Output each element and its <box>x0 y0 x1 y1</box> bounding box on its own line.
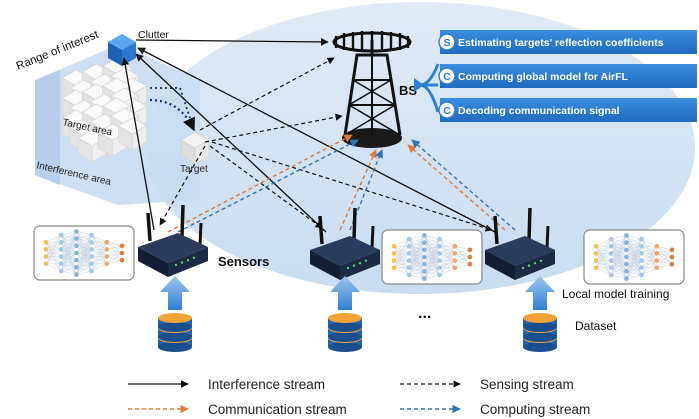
legend-computing-label: Computing stream <box>480 402 590 417</box>
target-area-path <box>150 87 191 119</box>
target-area-cubes <box>61 57 148 163</box>
ellipsis-label: ... <box>418 305 431 322</box>
interference-line <box>137 47 496 233</box>
communication-line <box>339 149 377 231</box>
task-badge-letter: C <box>443 105 451 117</box>
local-model-panel <box>33 225 135 281</box>
sensor-router <box>138 204 208 277</box>
local-model-panel <box>381 229 483 285</box>
task-box-bg <box>440 98 697 122</box>
sensing-line <box>159 145 206 226</box>
task-badge <box>438 33 456 51</box>
sensing-line <box>199 57 335 131</box>
bs-label: BS <box>399 83 417 98</box>
sensors-label: Sensors <box>218 254 269 269</box>
interference-line <box>135 53 327 233</box>
dataset-label: Dataset <box>575 319 617 333</box>
sensing-streams <box>159 57 493 232</box>
communication-line <box>407 144 506 231</box>
dataset-stack <box>523 276 557 352</box>
sensor-router <box>310 207 380 280</box>
task-badge <box>438 101 456 119</box>
dataset-stack <box>158 276 192 352</box>
target-cube <box>180 131 210 165</box>
computing-line <box>411 139 516 231</box>
upload-arrow <box>525 276 555 310</box>
dataset-stack <box>328 276 362 352</box>
base-station-tower <box>332 31 412 148</box>
communication-streams <box>167 134 506 233</box>
task-label: Estimating targets' reflection coefficie… <box>458 37 664 49</box>
target-dotted-arrow <box>149 98 195 132</box>
interference-streams <box>121 38 496 233</box>
task-badge-letter: C <box>443 71 451 83</box>
bs-task-box: S Estimating targets' reflection coeffici… <box>438 30 697 54</box>
sensing-line <box>204 113 343 143</box>
legend-sensing-label: Sensing stream <box>480 377 574 392</box>
task-box-bg <box>440 64 697 88</box>
computing-line <box>177 139 359 233</box>
local-model-panel <box>583 229 685 285</box>
legend-interference-label: Interference stream <box>208 377 325 392</box>
interference-line <box>121 57 155 231</box>
bs-task-box: C Computing global model for AirFL <box>438 64 697 88</box>
sensing-line <box>209 145 323 229</box>
bs-task-box: C Decoding communication signal <box>438 98 697 122</box>
cube-right <box>132 125 148 151</box>
upload-arrow <box>330 276 360 310</box>
clutter-label: Clutter <box>138 29 169 41</box>
local-model-training-label: Local model training <box>562 287 669 301</box>
task-label: Computing global model for AirFL <box>458 71 629 83</box>
bs-task-arrow <box>414 78 424 92</box>
upload-arrow <box>160 276 190 310</box>
task-label: Decoding communication signal <box>458 105 620 117</box>
legend: Interference stream Sensing stream Commu… <box>128 377 590 417</box>
task-box-bg <box>440 30 697 54</box>
task-badge <box>438 67 456 85</box>
legend-communication-label: Communication stream <box>208 402 347 417</box>
sensor-router <box>485 207 555 280</box>
interference-line <box>135 38 329 46</box>
target-label: Target <box>180 164 208 175</box>
task-badge-letter: S <box>443 37 450 49</box>
